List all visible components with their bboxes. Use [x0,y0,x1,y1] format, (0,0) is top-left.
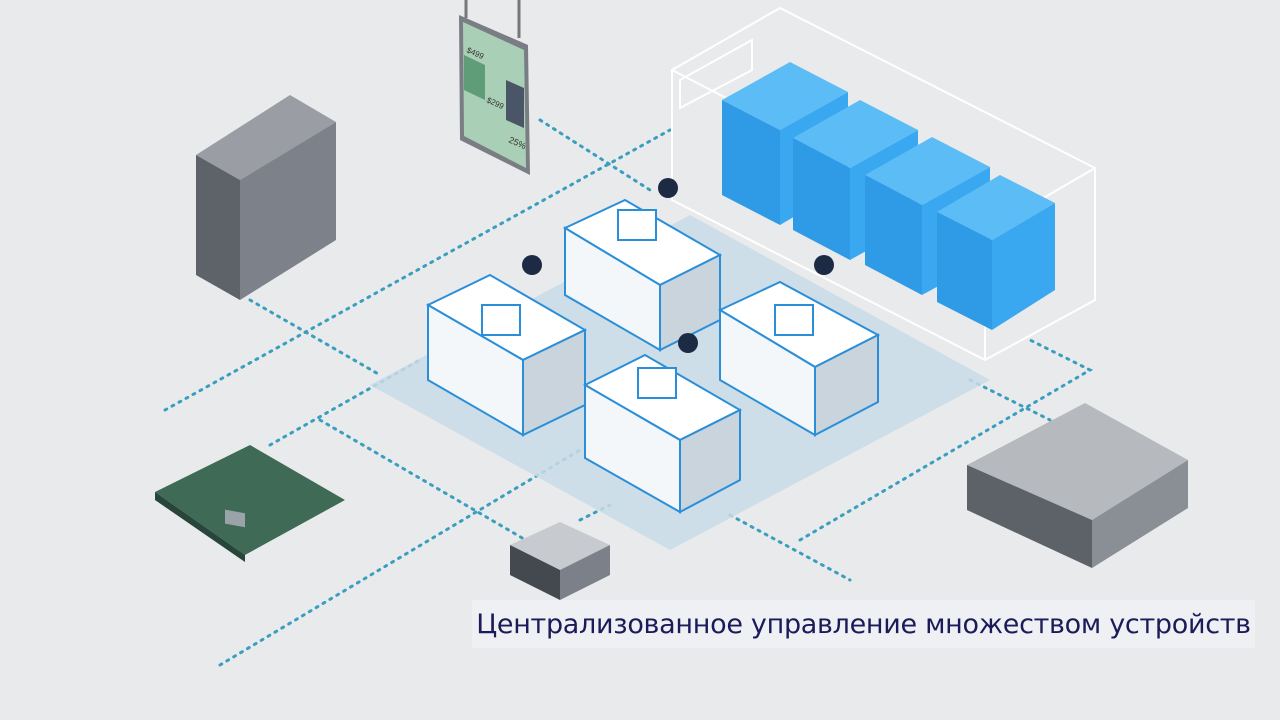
caption-text: Централизованное управление множеством у… [476,608,1251,640]
rack-storage-server [967,403,1188,568]
caption-banner: Централизованное управление множеством у… [472,600,1255,648]
desk-workstation [562,178,723,352]
digital-signage: $499 $299 25% [459,0,530,175]
motherboard [155,445,345,562]
desk-workstation [717,255,881,437]
server-racks [722,62,1055,330]
mini-pc [510,522,610,600]
network-connections [163,118,1094,667]
tower-server [196,95,336,300]
office-desks [425,178,881,514]
desk-workstation [582,333,743,514]
desk-workstation [425,255,588,437]
